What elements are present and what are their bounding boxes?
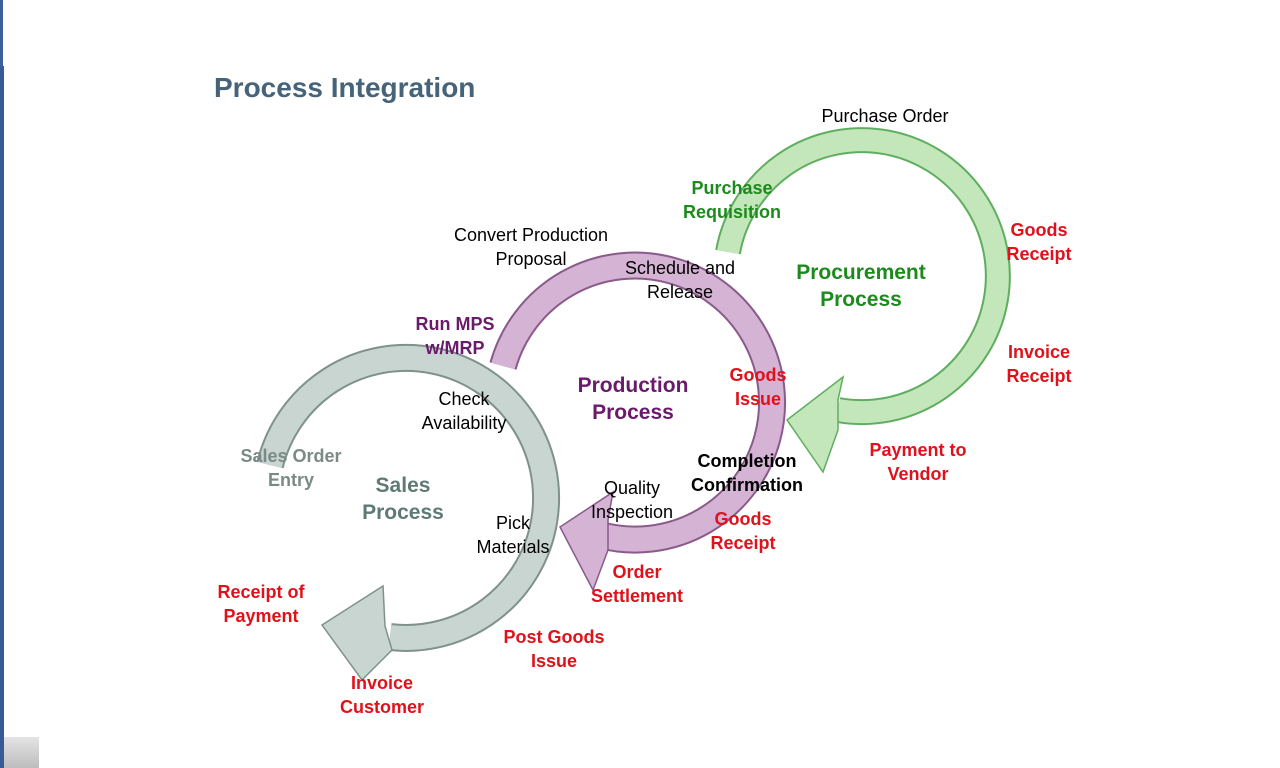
production-process-label: Production Process	[577, 374, 689, 424]
slide-title: Process Integration	[214, 72, 476, 103]
step-receipt-of-payment: Receipt of Payment	[217, 582, 305, 626]
procurement-cycle-arrow	[715, 127, 1011, 474]
step-procurement-goods-receipt: Goods Receipt	[1006, 220, 1072, 264]
step-goods-issue: Goods Issue	[729, 365, 787, 409]
step-pick-materials: Pick Materials	[476, 513, 550, 557]
step-schedule-release: Schedule and Release	[624, 258, 736, 302]
sales-cycle-arrow	[256, 343, 561, 682]
sales-process-label: Sales Process	[362, 474, 444, 524]
production-cycle-arrow	[489, 251, 787, 592]
step-convert-production-proposal: Convert Production Proposal	[453, 225, 609, 269]
step-purchase-requisition: Purchase Requisition	[683, 178, 781, 222]
step-quality-inspection: Quality Inspection	[590, 478, 674, 522]
step-invoice-customer: Invoice Customer	[339, 673, 424, 717]
step-completion-confirmation: Completion Confirmation	[691, 451, 803, 495]
step-run-mps: Run MPS w/MRP	[415, 314, 495, 358]
step-sales-order-entry: Sales Order Entry	[240, 446, 342, 490]
step-payment-to-vendor: Payment to Vendor	[869, 440, 967, 484]
step-purchase-order: Purchase Order	[821, 106, 949, 126]
step-check-availability: Check Availability	[421, 389, 507, 433]
step-invoice-receipt: Invoice Receipt	[1006, 342, 1072, 386]
window-border-accent	[0, 66, 4, 768]
step-order-settlement: Order Settlement	[590, 562, 684, 606]
procurement-process-label: Procurement Process	[796, 261, 926, 311]
scroll-corner[interactable]	[4, 737, 39, 768]
step-post-goods-issue: Post Goods Issue	[503, 627, 605, 671]
step-production-goods-receipt: Goods Receipt	[710, 509, 776, 553]
